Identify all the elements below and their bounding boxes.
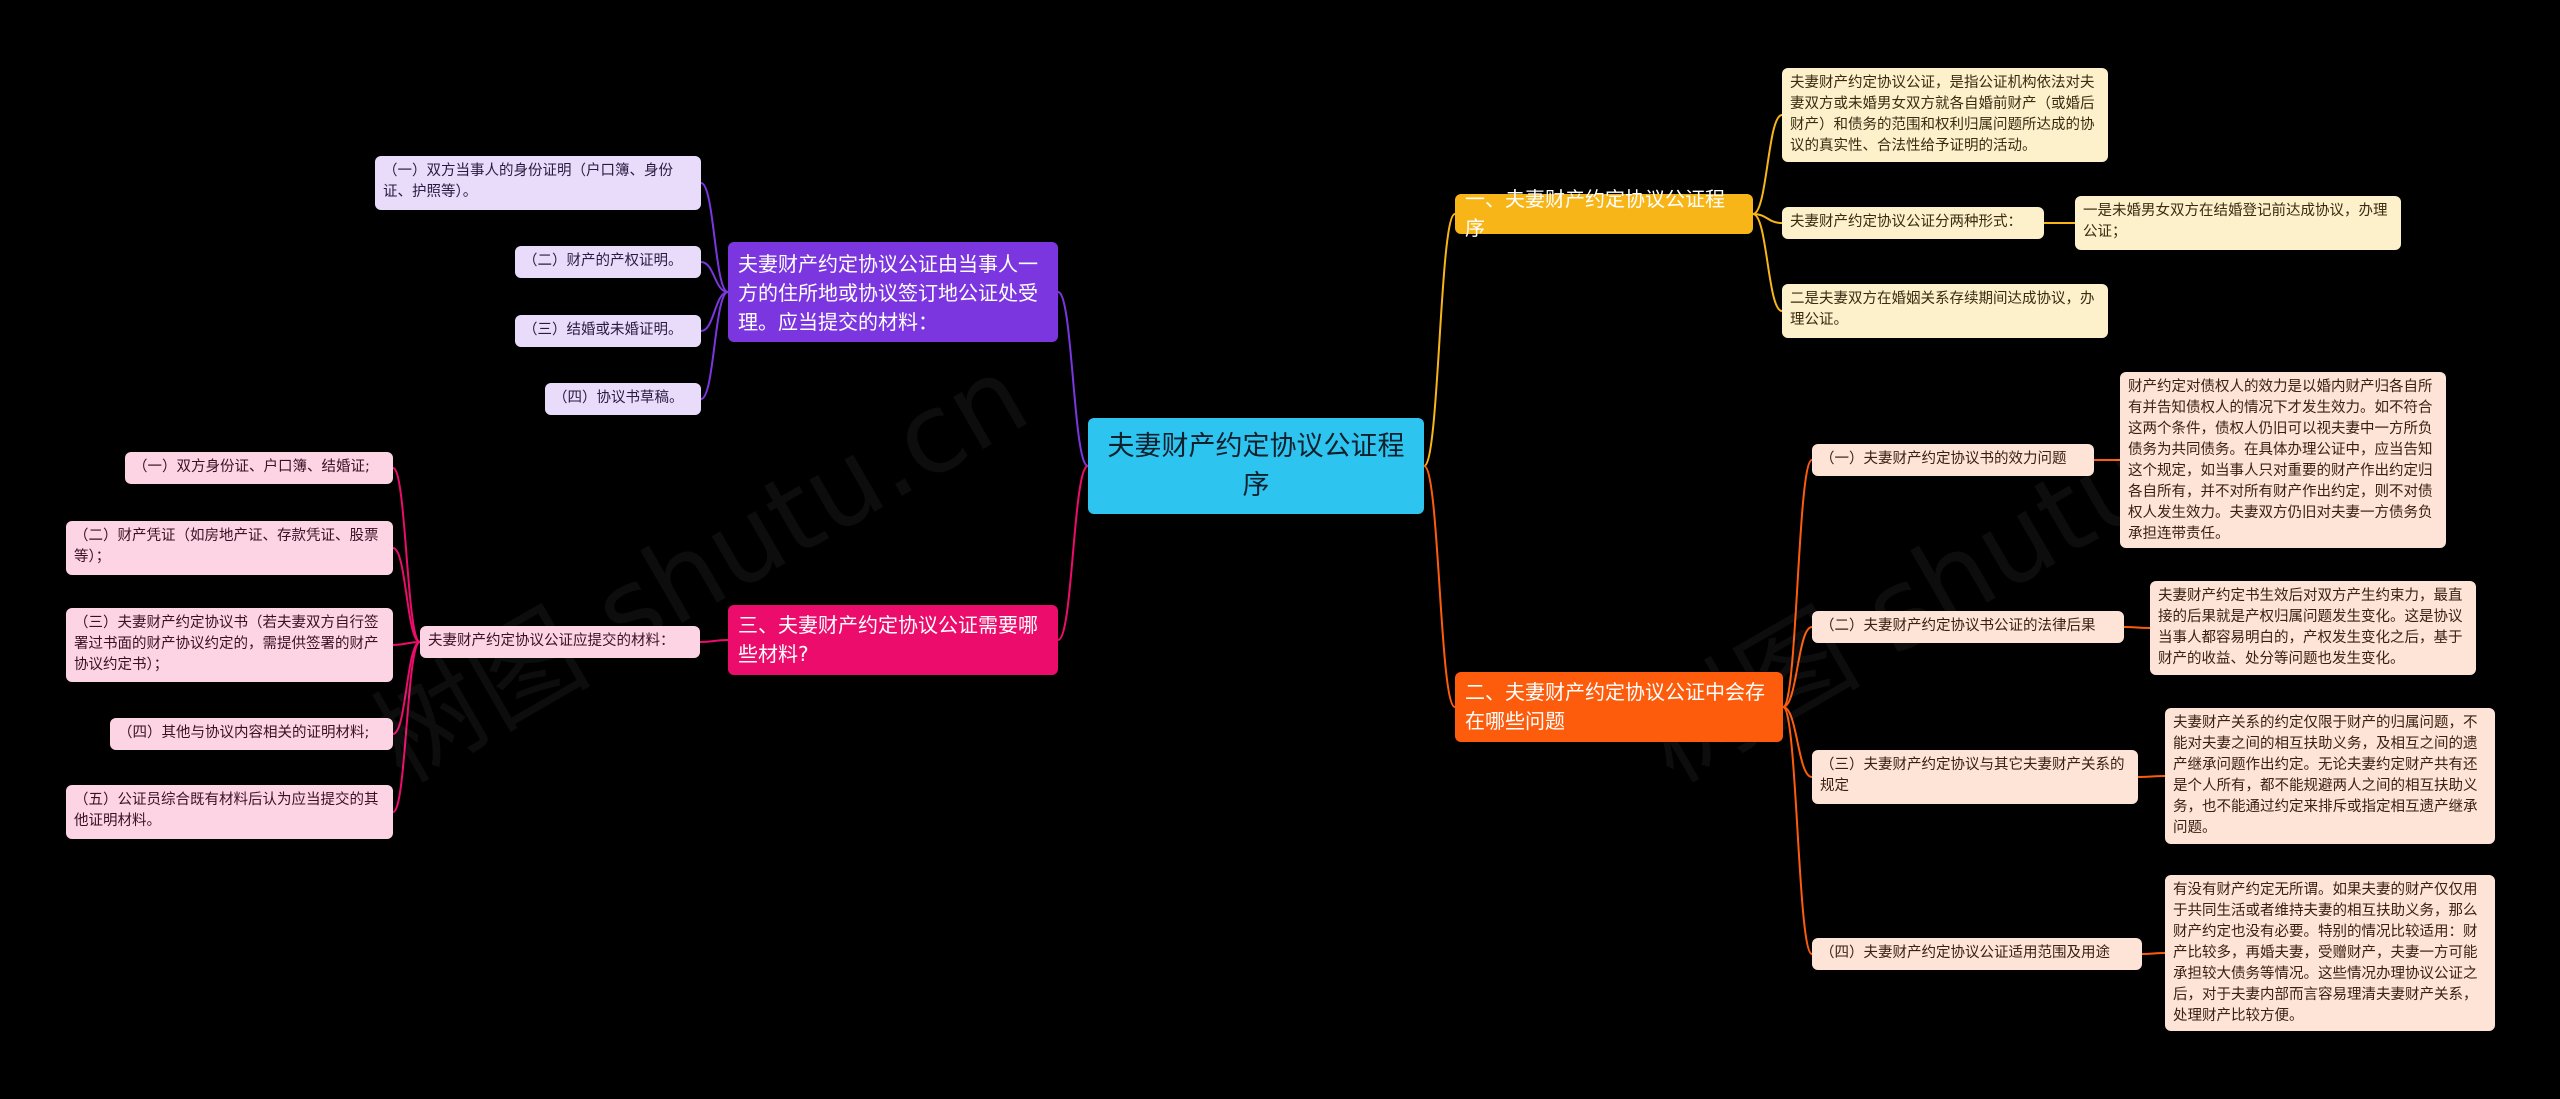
connector-line: [1057, 291, 1089, 467]
connector-line: [392, 467, 421, 643]
branch-procedure[interactable]: 一、夫妻财产约定协议公证程序: [1455, 187, 1753, 240]
procedure-forms[interactable]: 夫妻财产约定协议公证分两种形式：: [1782, 207, 2044, 239]
materials-item-5[interactable]: （五）公证员综合既有材料后认为应当提交的其他证明材料。: [66, 785, 393, 839]
procedure-definition[interactable]: 夫妻财产约定协议公证，是指公证机构依法对夫妻双方或未婚男女双方就各自婚前财产（或…: [1782, 68, 2108, 162]
root-topic[interactable]: 夫妻财产约定协议公证程序: [1088, 418, 1424, 514]
branch-jurisdiction[interactable]: 夫妻财产约定协议公证由当事人一方的住所地或协议签订地公证处受理。应当提交的材料：: [728, 242, 1058, 342]
connector-line: [1423, 213, 1456, 467]
materials-item-4[interactable]: （四）其他与协议内容相关的证明材料;: [110, 718, 393, 750]
issue-legal-consequence-detail[interactable]: 夫妻财产约定书生效后对双方产生约束力，最直接的后果就是产权归属问题发生变化。这是…: [2150, 581, 2476, 675]
branch-materials[interactable]: 三、夫妻财产约定协议公证需要哪些材料?: [728, 605, 1058, 675]
connector-line: [700, 182, 729, 293]
jurisdiction-item-1[interactable]: （一）双方当事人的身份证明（户口簿、身份证、护照等）。: [375, 156, 701, 210]
materials-item-1[interactable]: （一）双方身份证、户口簿、结婚证;: [125, 452, 393, 484]
materials-item-2[interactable]: （二）财产凭证（如房地产证、存款凭证、股票等）；: [66, 521, 393, 575]
connector-line: [1423, 465, 1456, 708]
jurisdiction-item-3[interactable]: （三）结婚或未婚证明。: [515, 315, 701, 347]
connector-line: [700, 261, 729, 293]
issue-scope-detail[interactable]: 有没有财产约定无所谓。如果夫妻的财产仅仅用于共同生活或者维持夫妻的相互扶助义务，…: [2165, 875, 2495, 1031]
connector-line: [1752, 213, 1783, 224]
connector-line: [700, 291, 729, 400]
connector-line: [392, 641, 421, 646]
connector-line: [1782, 626, 1813, 708]
connector-line: [1782, 706, 1813, 955]
connector-line: [1057, 465, 1089, 641]
issue-scope[interactable]: （四）夫妻财产约定协议公证适用范围及用途: [1812, 938, 2142, 970]
issue-other-relations[interactable]: （三）夫妻财产约定协议与其它夫妻财产关系的规定: [1812, 750, 2138, 804]
connector-line: [2123, 626, 2151, 629]
issue-other-relations-detail[interactable]: 夫妻财产关系的约定仅限于财产的归属问题，不能对夫妻之间的相互扶助义务，及相互之间…: [2165, 708, 2495, 844]
materials-intro[interactable]: 夫妻财产约定协议公证应提交的材料：: [420, 626, 700, 658]
issue-validity-detail[interactable]: 财产约定对债权人的效力是以婚内财产归各自所有并告知债权人的情况下才发生效力。如不…: [2120, 372, 2446, 548]
connector-line: [1782, 706, 1813, 778]
connector-line: [1782, 459, 1813, 708]
procedure-form-two[interactable]: 二是夫妻双方在婚姻关系存续期间达成协议，办理公证。: [1782, 284, 2108, 338]
connector-line: [1752, 114, 1783, 215]
connector-line: [392, 547, 421, 643]
procedure-form-one[interactable]: 一是未婚男女双方在结婚登记前达成协议，办理公证；: [2075, 196, 2401, 250]
connector-line: [392, 641, 421, 813]
issue-validity[interactable]: （一）夫妻财产约定协议书的效力问题: [1812, 444, 2094, 476]
connector-line: [2141, 952, 2166, 955]
issue-legal-consequence[interactable]: （二）夫妻财产约定协议书公证的法律后果: [1812, 611, 2124, 643]
jurisdiction-item-4[interactable]: （四）协议书草稿。: [545, 383, 701, 415]
connector-line: [699, 639, 729, 643]
connector-line: [1752, 213, 1783, 312]
jurisdiction-item-2[interactable]: （二）财产的产权证明。: [515, 246, 701, 278]
materials-item-3[interactable]: （三）夫妻财产约定协议书（若夫妻双方自行签署过书面的财产协议约定的，需提供签署的…: [66, 608, 393, 682]
connector-line: [2137, 775, 2166, 778]
branch-issues[interactable]: 二、夫妻财产约定协议公证中会存在哪些问题: [1455, 672, 1783, 742]
